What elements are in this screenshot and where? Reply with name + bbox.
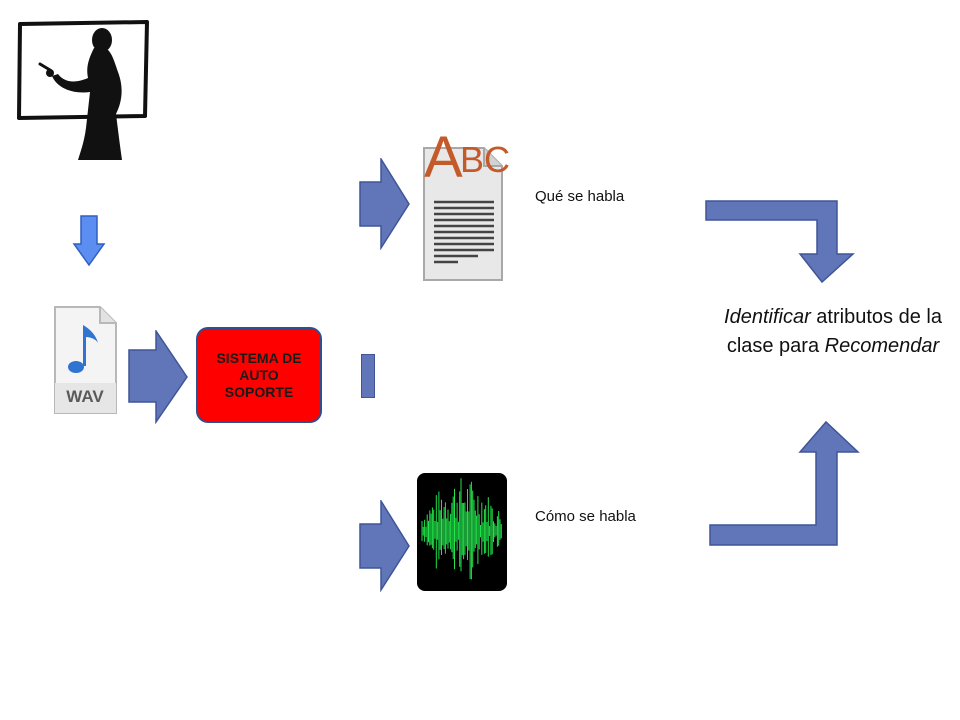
bent-arrow-up [708,420,862,548]
wav-audio-file-icon [52,305,118,415]
goal-identify: Identificar [724,306,811,328]
goal-text: Identificar atributos de la clase para R… [718,303,948,361]
down-arrow [72,214,106,268]
bent-arrow-down [704,198,858,284]
down-arrow-shape [72,215,106,267]
abc-small-letters: BC [460,139,511,180]
connector-bar [361,354,375,398]
arrow-to-text-doc [359,158,411,250]
system-label: SISTEMA DE AUTO SOPORTE [216,349,302,400]
arrow-to-waveform [359,500,411,592]
goal-middle: atributos de la clase para [726,306,942,357]
audio-waveform-icon [416,472,508,592]
how-it-is-said-label: Cómo se habla [535,508,636,525]
abc-text-document-icon [418,140,506,286]
teacher-at-blackboard-icon [14,18,154,163]
arrow-to-system [128,330,190,424]
abc-big-letter: A [424,125,463,190]
goal-recommend: Recomendar [824,335,940,357]
what-is-said-label: Qué se habla [535,188,625,205]
system-box: SISTEMA DE AUTO SOPORTE [196,327,322,423]
wav-badge: WAV [66,387,104,406]
